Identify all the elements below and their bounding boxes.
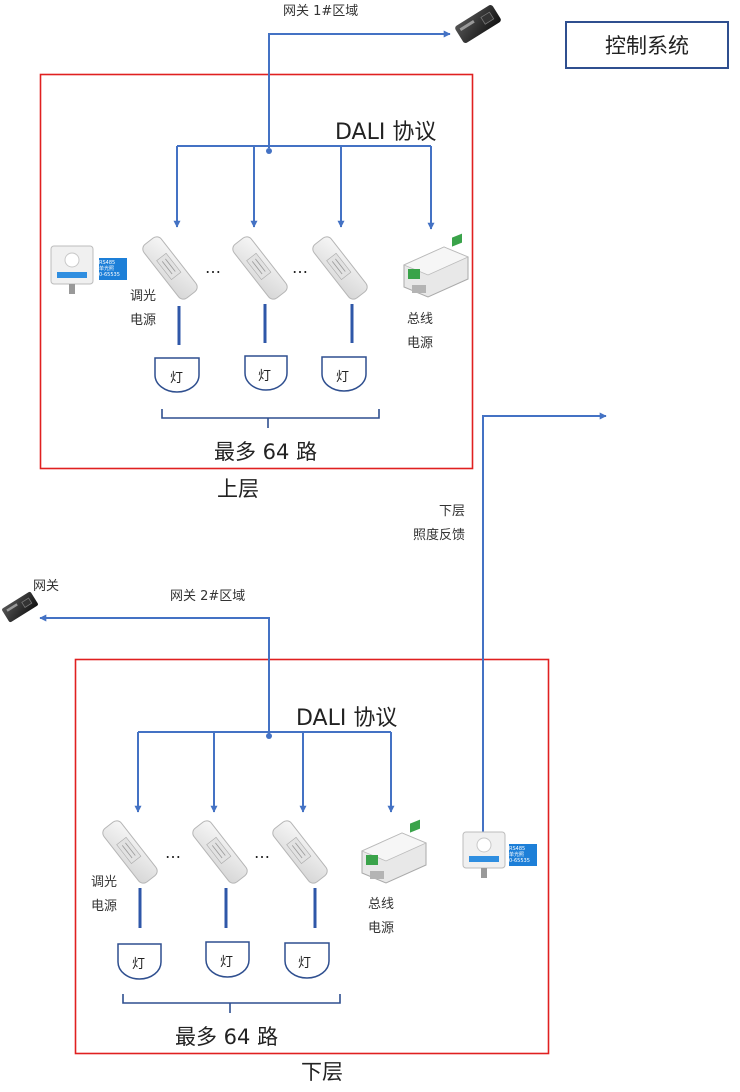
upper-lamp-shape-2 <box>244 355 288 391</box>
upper-bus-power-label: 总线 电源 <box>407 308 433 356</box>
control-system-label: 控制系统 <box>605 34 689 58</box>
lower-dimmer-label-line1: 调光 <box>91 875 118 890</box>
upper-ellipsis-2: … <box>292 258 308 277</box>
lower-lamp-shape-1 <box>117 943 162 980</box>
lower-sensor-tag-line3: 0-65535 <box>509 858 530 864</box>
lower-junction-dot <box>266 733 272 739</box>
upper-dimmer-label-line2: 电源 <box>130 313 157 328</box>
control-system-box: 控制系统 <box>565 21 729 69</box>
upper-dali-protocol-label: DALI 协议 <box>335 120 437 145</box>
upper-sensor-tag-line2: 单光照 <box>99 266 115 272</box>
lower-brace <box>122 994 341 1013</box>
lower-dimmer-label: 调光 电源 <box>91 871 117 919</box>
upper-dimmer-1 <box>142 236 198 300</box>
upper-dimmer-3 <box>312 236 368 300</box>
upper-light-sensor-icon <box>50 245 127 294</box>
lower-lamp-3: 灯 <box>298 956 312 971</box>
lower-dimmer-2 <box>192 820 248 884</box>
upper-dali-wiring <box>173 30 451 230</box>
upper-zone-frame <box>39 73 474 470</box>
upper-lamp-2: 灯 <box>258 369 272 384</box>
lower-dali-wiring <box>39 614 395 813</box>
upper-driver-lamp-lines <box>177 304 354 345</box>
lower-layer-label: 下层 <box>301 1060 343 1084</box>
lower-lamp-1: 灯 <box>132 957 146 972</box>
lower-dimmer-3 <box>272 820 328 884</box>
upper-bus-power-label-line2: 电源 <box>407 336 434 351</box>
lower-lamp-shape-2 <box>205 941 250 978</box>
lower-light-sensor-icon <box>462 831 537 878</box>
lower-ellipsis-1: … <box>165 843 181 862</box>
lower-driver-lamp-lines <box>138 888 317 928</box>
lower-gateway-icon <box>2 591 38 623</box>
upper-dimmer-label-line1: 调光 <box>130 289 157 304</box>
feedback-wiring <box>482 412 607 842</box>
lower-sensor-tag: RS485 单光照 0-65535 <box>509 846 530 864</box>
upper-sensor-tag: RS485 单光照 0-65535 <box>99 260 120 278</box>
upper-layer-label: 上层 <box>217 477 259 501</box>
upper-dimmer-label: 调光 电源 <box>130 285 156 333</box>
upper-bus-power-icon <box>402 233 470 298</box>
upper-sensor-tag-line3: 0-65535 <box>99 272 120 278</box>
upper-gateway-icon <box>455 4 501 44</box>
upper-max-routes-label: 最多 64 路 <box>214 440 318 464</box>
upper-sensor-tag-line1: RS485 <box>99 260 116 266</box>
feedback-label: 下层 照度反馈 <box>406 500 465 548</box>
upper-lamps <box>154 355 367 393</box>
upper-lamp-1: 灯 <box>170 371 184 386</box>
lower-dimmer-label-line2: 电源 <box>91 899 118 914</box>
lower-bus-power-label-line1: 总线 <box>368 897 395 912</box>
lower-lamp-2: 灯 <box>220 955 234 970</box>
lower-gateway-zone-label: 网关 2#区域 <box>170 589 246 604</box>
lower-dimmer-1 <box>102 820 158 884</box>
upper-junction-dot <box>266 148 272 154</box>
upper-lamp-3: 灯 <box>336 370 350 385</box>
lower-max-routes-label: 最多 64 路 <box>175 1025 279 1049</box>
upper-ellipsis-1: … <box>205 258 221 277</box>
lower-bus-power-label-line2: 电源 <box>368 921 395 936</box>
lower-bus-power-icon <box>360 819 428 884</box>
lower-sensor-tag-line2: 单光照 <box>509 852 525 858</box>
lower-lamp-shape-3 <box>284 942 330 979</box>
lower-ellipsis-2: … <box>254 843 270 862</box>
lower-bus-power-label: 总线 电源 <box>368 893 394 941</box>
feedback-label-line2: 照度反馈 <box>413 528 466 543</box>
upper-brace <box>161 409 380 428</box>
lower-zone-frame <box>74 658 550 1055</box>
feedback-label-line1: 下层 <box>439 504 466 519</box>
lower-sensor-tag-line1: RS485 <box>509 846 526 852</box>
upper-lamp-shape-3 <box>321 356 367 392</box>
upper-gateway-zone-label: 网关 1#区域 <box>283 4 359 19</box>
lower-dali-protocol-label: DALI 协议 <box>296 706 398 731</box>
upper-lamp-shape-1 <box>154 357 200 393</box>
upper-dimmer-2 <box>232 236 288 300</box>
upper-bus-power-label-line1: 总线 <box>407 312 434 327</box>
lower-gateway-label: 网关 <box>33 579 60 594</box>
lower-lamps <box>117 941 330 980</box>
